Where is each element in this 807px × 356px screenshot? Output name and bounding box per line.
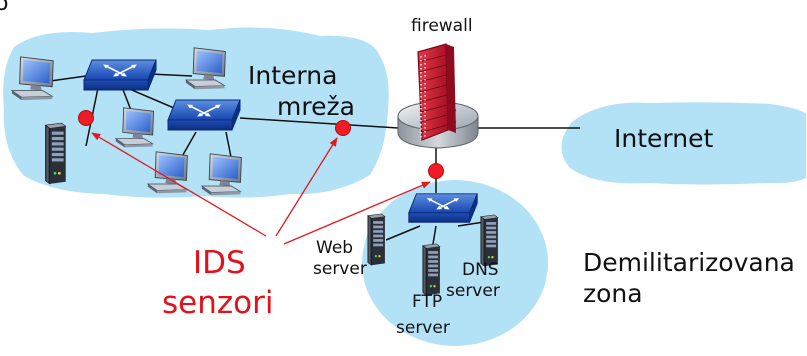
- dns-server-icon: [480, 214, 499, 267]
- ftp-server-icon: [422, 243, 441, 296]
- switch-icon: [408, 193, 478, 224]
- ids-sensor: [335, 120, 351, 136]
- dns-server-label-line2: server: [446, 281, 500, 301]
- switch-icon: [83, 59, 157, 91]
- corner-mark: o: [0, 0, 9, 16]
- ids-sensor: [78, 110, 94, 126]
- internal-network-label-line1: Interna: [248, 61, 338, 90]
- ids-sensor: [428, 163, 444, 179]
- switch-icon: [167, 99, 241, 131]
- dmz-label-line1: Demilitarizovana: [583, 248, 795, 277]
- web-server-icon: [367, 213, 386, 266]
- dmz-label-line2: zona: [583, 279, 643, 308]
- internet-label: Internet: [614, 124, 714, 153]
- ftp-server-label-line2: server: [396, 318, 450, 338]
- ids-label-line1: IDS: [193, 245, 246, 281]
- ids-arrows: [91, 132, 431, 245]
- web-server-label-line1: Web: [316, 238, 354, 258]
- internal-network-label-line2: mreža: [277, 92, 355, 121]
- web-server-label-line2: server: [313, 259, 367, 279]
- internet-cloud: [561, 102, 806, 185]
- ids-label-line2: senzori: [162, 285, 274, 321]
- server-icon: [44, 122, 67, 185]
- firewall-label: firewall: [411, 16, 473, 36]
- ftp-server-label-line1: FTP: [412, 292, 443, 312]
- firewall-icon: [417, 43, 456, 141]
- dns-server-label-line1: DNS: [462, 260, 499, 280]
